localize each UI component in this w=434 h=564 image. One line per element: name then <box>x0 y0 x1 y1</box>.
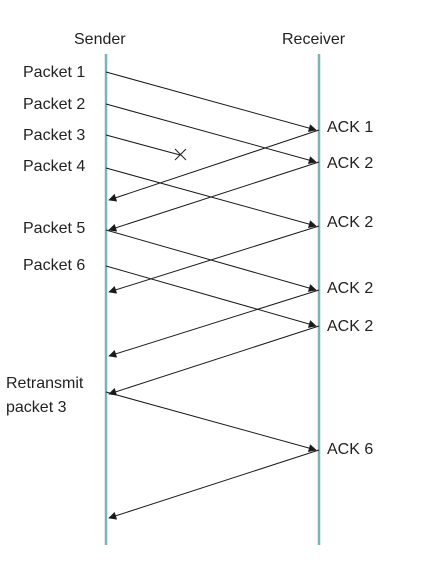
packet-lost-x-icon <box>174 148 187 161</box>
packet-6-arrow <box>105 265 317 328</box>
packet-label: Packet 5 <box>23 220 86 237</box>
ack-1-arrow <box>108 129 320 202</box>
ack-2c-arrow <box>108 289 320 358</box>
ack-label: ACK 6 <box>327 441 374 458</box>
ack-2b-arrow <box>108 225 320 294</box>
ack-6-arrow <box>108 449 320 520</box>
packet-label: Packet 4 <box>23 158 86 175</box>
ack-2a-arrow <box>108 161 320 232</box>
sender-header: Sender <box>74 31 126 48</box>
packet-label: Packet 3 <box>23 127 86 144</box>
retransmit-packet-3-arrow <box>105 391 317 452</box>
receiver-header: Receiver <box>282 31 346 48</box>
ack-2d-arrow <box>108 325 320 396</box>
packet-label: Packet 1 <box>23 64 86 81</box>
ack-label: ACK 2 <box>327 318 374 335</box>
ack-label: ACK 2 <box>327 214 374 231</box>
packet-label: Packet 6 <box>23 257 86 274</box>
ack-label: ACK 2 <box>327 280 374 297</box>
retransmit-label-line2: packet 3 <box>6 399 67 416</box>
packet-label: Packet 2 <box>23 96 86 113</box>
packet-3-lost-arrow <box>105 134 181 156</box>
packet-1-arrow <box>105 71 317 132</box>
retransmit-label-line1: Retransmit <box>6 375 84 392</box>
packet-2-arrow <box>105 103 317 164</box>
ack-label: ACK 2 <box>327 155 374 172</box>
ack-label: ACK 1 <box>327 119 374 136</box>
